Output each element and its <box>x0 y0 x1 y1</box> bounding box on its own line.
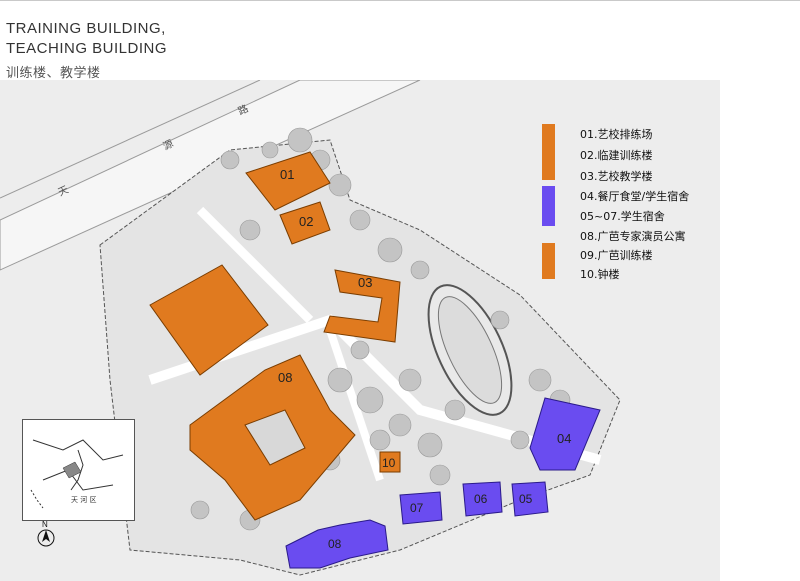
legend-item-05: 05~07.学生宿舍 <box>580 210 665 223</box>
building-08 <box>285 519 389 569</box>
building-label-05: 05 <box>519 492 533 506</box>
legend-swatch-orange-1 <box>542 124 555 180</box>
building-label-10: 10 <box>382 456 396 470</box>
building-05 <box>511 481 549 517</box>
site-plan-svg: 天 源 路 01 02 03 <box>0 80 621 576</box>
courtyard-09 <box>244 409 306 466</box>
locator-inset-map: 天 河 区 <box>22 419 135 521</box>
legend-swatch-orange-2 <box>542 243 555 279</box>
building-06 <box>462 481 503 517</box>
road-edge <box>0 80 261 199</box>
legend-swatch-purple <box>542 186 555 226</box>
internal-road <box>148 314 602 465</box>
building-label-06: 06 <box>474 492 488 506</box>
page-subtitle: 训练楼、教学楼 <box>6 66 101 81</box>
building-01 <box>245 151 331 211</box>
legend-item-10: 10.钟楼 <box>580 268 620 281</box>
building-label-04: 04 <box>557 431 571 446</box>
legend-item-03: 03.艺校教学楼 <box>580 170 653 183</box>
legend-item-04: 04.餐厅食堂/学生宿舍 <box>580 190 690 203</box>
legend-item-01: 01.艺校排练场 <box>580 128 653 141</box>
building-label-08: 08 <box>328 537 342 551</box>
locator-inset-svg: 天 河 区 <box>30 439 124 509</box>
building-label-03: 03 <box>358 275 372 290</box>
building-07 <box>399 491 443 525</box>
building-label-02: 02 <box>299 214 313 229</box>
district-label: 天 河 区 <box>71 496 96 504</box>
building-label-09: 08 <box>278 370 292 385</box>
legend-item-08: 08.广芭专家演员公寓 <box>580 230 686 243</box>
svg-text:路: 路 <box>236 102 251 118</box>
svg-text:源: 源 <box>161 137 176 153</box>
building-02 <box>279 201 331 245</box>
building-label-01: 01 <box>280 167 294 182</box>
top-divider <box>0 0 800 1</box>
building-10 <box>379 451 401 473</box>
north-label: N <box>42 520 48 529</box>
road-label: 天 <box>57 185 71 199</box>
building-03 <box>323 269 401 343</box>
building-label-07: 07 <box>410 501 424 515</box>
page-title-line1: TRAINING BUILDING, <box>6 20 166 37</box>
site-marker <box>62 461 82 479</box>
building-unlabeled <box>149 264 269 376</box>
legend-item-02: 02.临建训练楼 <box>580 149 653 162</box>
legend-item-09: 09.广芭训练楼 <box>580 249 653 262</box>
building-04 <box>529 397 601 471</box>
page-title-line2: TEACHING BUILDING <box>6 40 168 57</box>
